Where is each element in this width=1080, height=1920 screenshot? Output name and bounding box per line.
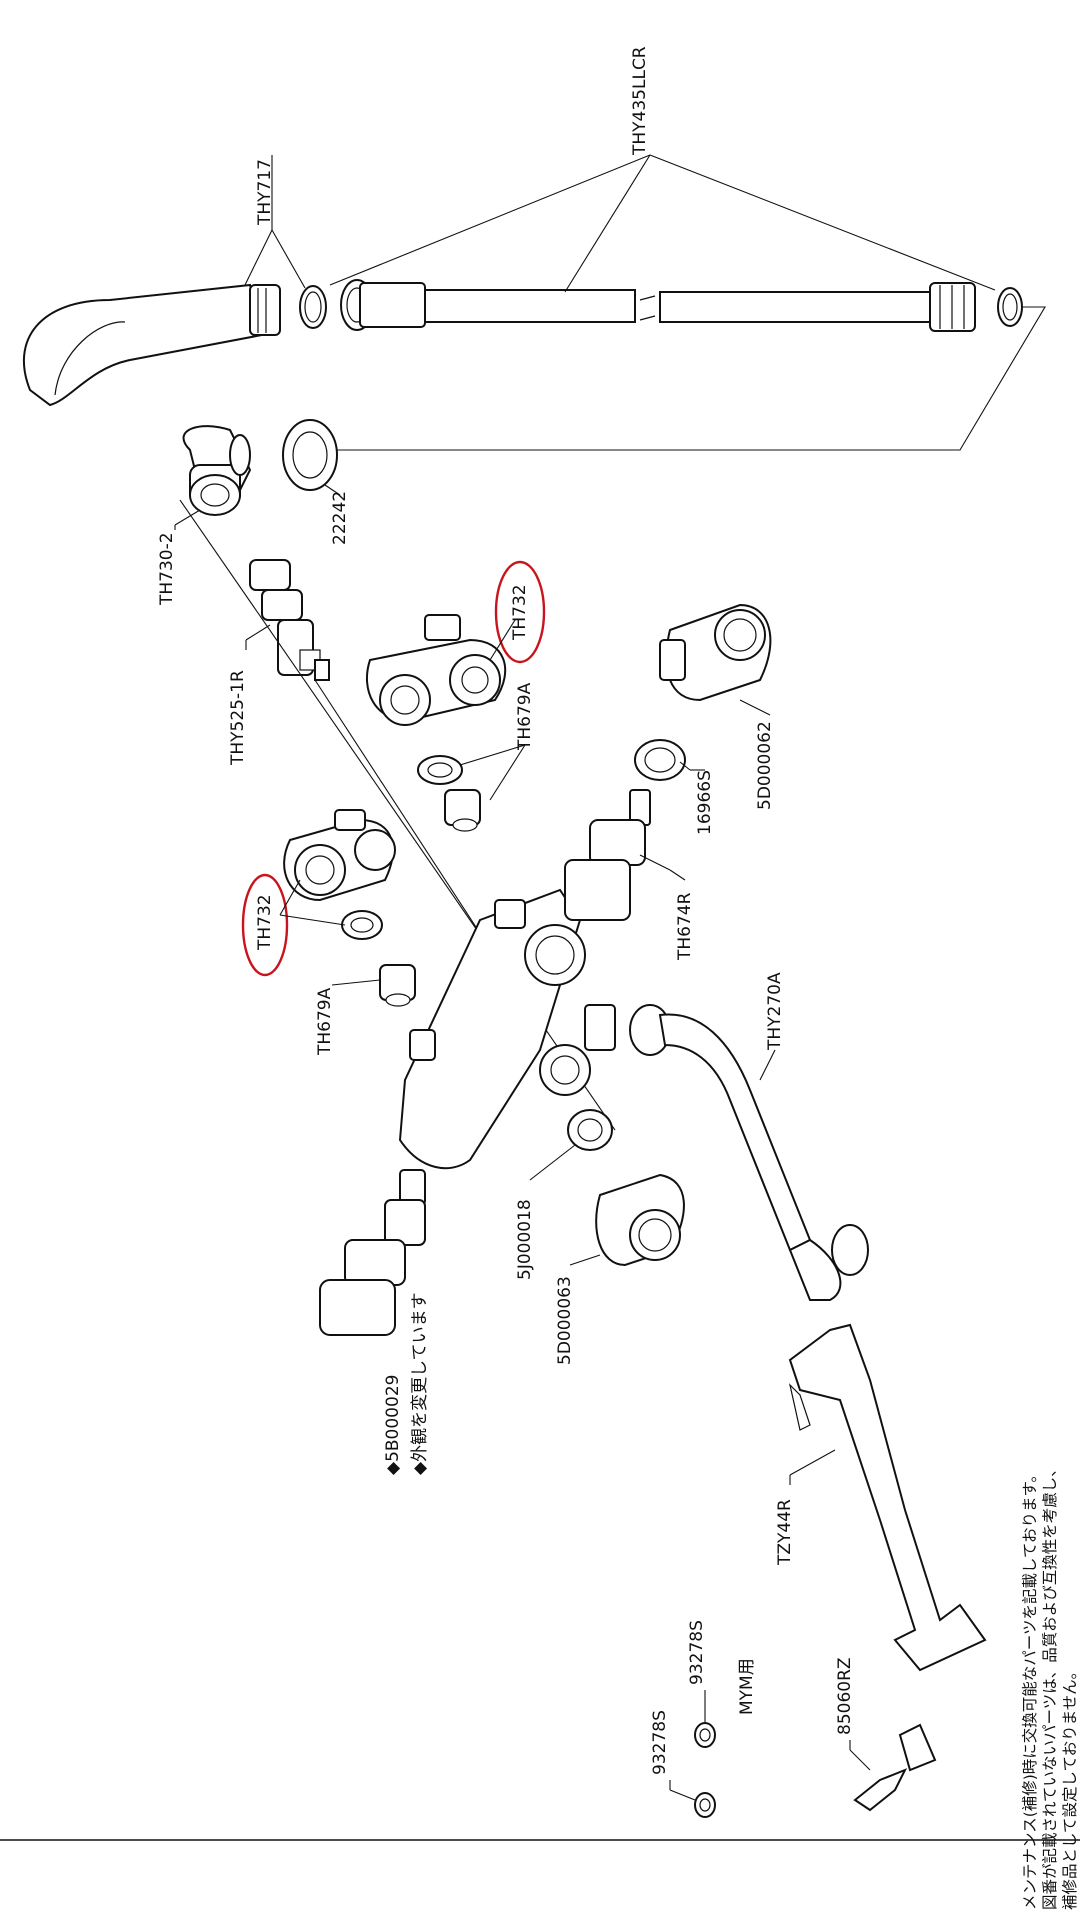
label-thy270a: THY270A (765, 972, 785, 1051)
valve-seat-top-part (444, 789, 481, 832)
note-line-3: 補修品として設定しておりません。 (1061, 1664, 1079, 1910)
bend-pipe-part (629, 1004, 869, 1301)
label-93278s-a: 93278S (650, 1710, 670, 1775)
handle-body-left-part (283, 809, 396, 902)
o-ring-part (299, 285, 327, 329)
nut-part (282, 419, 338, 491)
label-th674r: TH674R (675, 892, 695, 961)
ring-5j000018-part (567, 1109, 613, 1151)
handle-body-top-part (365, 614, 507, 726)
label-5d000062: 5D000062 (755, 721, 775, 810)
washer-top-part (417, 755, 463, 785)
label-th732-top: TH732 (510, 584, 530, 641)
label-5b000029: ◆5B000029 (383, 1375, 403, 1475)
cartridge-5b000029-part (319, 1169, 426, 1336)
highlight-th732-top (494, 560, 546, 664)
label-appearance-note: ◆外観を変更しています (410, 1292, 430, 1475)
label-th730-2: TH730-2 (157, 532, 177, 606)
washer-93278s-a-part (694, 1792, 716, 1818)
handle-5d000063-part (595, 1173, 685, 1267)
label-th679a-top: TH679A (515, 682, 535, 751)
ring-16966s-part (634, 739, 686, 781)
label-mym: MYM用 (737, 1658, 757, 1715)
valve-body-part (398, 888, 616, 1170)
hose-part (340, 279, 976, 332)
label-93278s-b: 93278S (687, 1620, 707, 1685)
wrench-part (788, 1323, 987, 1672)
valve-seat-left-part (379, 964, 416, 1007)
label-5j000018: 5J000018 (515, 1199, 535, 1280)
label-thy435llcr: THY435LLCR (630, 46, 650, 156)
label-22242: 22242 (330, 491, 350, 545)
label-85060rz: 85060RZ (835, 1657, 855, 1735)
washer-left-part (341, 910, 383, 940)
elbow-part (182, 425, 252, 516)
label-5d000063: 5D000063 (555, 1276, 575, 1365)
spout-part (22, 283, 281, 407)
label-thy525-1r: THY525-1R (228, 670, 248, 766)
cartridge-th674r-part (564, 789, 651, 921)
cartridge-stem-part (249, 559, 330, 681)
label-thy717: THY717 (255, 159, 275, 226)
note-line-1: メンテナンス(補修)時に交換可能なパーツを記載しております。 (1021, 1467, 1039, 1910)
label-tzy44r: TZY44R (775, 1499, 795, 1566)
highlight-th732-left (241, 873, 289, 977)
label-16966s: 16966S (695, 770, 715, 835)
key-part (853, 1723, 937, 1812)
handle-5d000062-part (659, 603, 772, 702)
note-line-2: 図番が記載されていないパーツは、品質および互換性を考慮し、 (1041, 1461, 1059, 1910)
washer-93278s-b-part (694, 1722, 716, 1748)
label-th679a-left: TH679A (315, 987, 335, 1056)
label-th732-left: TH732 (255, 894, 275, 951)
o-ring-right-part (997, 287, 1023, 327)
